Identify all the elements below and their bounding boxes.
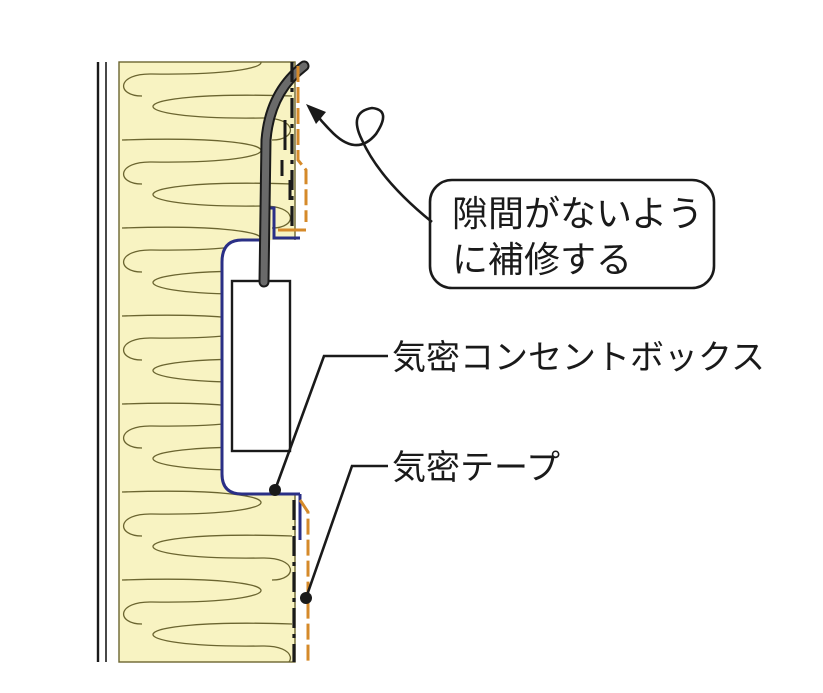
insulation-wave bbox=[121, 226, 262, 273]
airtight-box-outline bbox=[220, 192, 300, 496]
gap-marks bbox=[280, 120, 292, 200]
callout-line-1: 隙間がないよう bbox=[452, 194, 703, 235]
callout-line-2: に補修する bbox=[452, 240, 632, 281]
wall-board bbox=[96, 62, 107, 662]
airtight-tape bbox=[278, 66, 310, 662]
insulation-wave bbox=[123, 62, 262, 97]
insulation-wave bbox=[121, 314, 262, 361]
airtight-tape-label: 気密テープ bbox=[392, 448, 560, 488]
callout-bubble: 隙間がないよう に補修する bbox=[428, 178, 716, 290]
insulation-wave bbox=[121, 138, 262, 185]
insulation-wave bbox=[121, 490, 262, 537]
insulation-wave bbox=[122, 667, 261, 693]
airtight-box-label: 気密コンセントボックス bbox=[392, 338, 765, 378]
insulation-wave bbox=[121, 578, 262, 625]
insulation-wave bbox=[152, 94, 293, 141]
airtight-sheet bbox=[290, 62, 296, 662]
arrow-head-icon bbox=[306, 104, 326, 124]
insulation-wave bbox=[152, 534, 293, 581]
label-airtight-box: 気密コンセントボックス bbox=[269, 338, 765, 496]
outlet-device bbox=[230, 279, 292, 453]
insulation-wave bbox=[152, 622, 293, 662]
insulation-wave bbox=[121, 402, 262, 449]
leader-dot-box bbox=[269, 484, 281, 496]
label-airtight-tape: 気密テープ bbox=[300, 448, 560, 604]
insulation-wave bbox=[152, 182, 293, 229]
leader-dot-tape bbox=[300, 592, 312, 604]
callout-pointer bbox=[306, 104, 433, 224]
